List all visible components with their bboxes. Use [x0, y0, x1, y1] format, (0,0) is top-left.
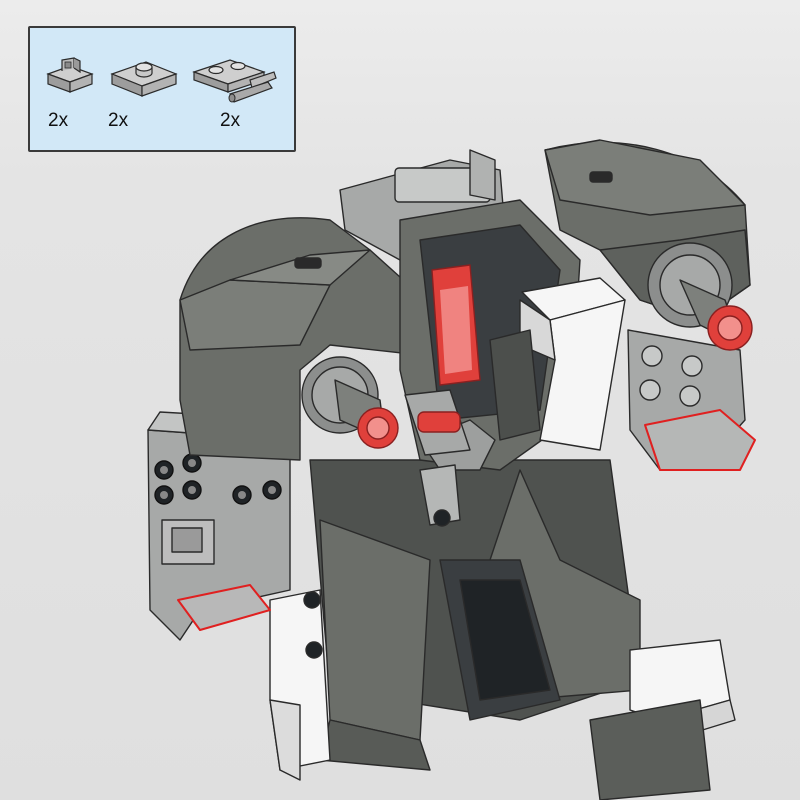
- part-plate-1x2-bar-handle: 2x: [190, 28, 290, 150]
- center-gun: [404, 389, 471, 527]
- left-cannon: [301, 356, 399, 449]
- right-lower-joint: [589, 699, 711, 800]
- chest-white-plate: [539, 299, 626, 451]
- part-plate-1x2-jumper: 2x: [108, 28, 184, 150]
- part-quantity: 2x: [220, 110, 241, 131]
- left-arm-studs: [154, 453, 282, 505]
- highlight-right-handle: [644, 409, 756, 471]
- part-quantity: 2x: [48, 110, 69, 131]
- highlight-left-handle: [177, 584, 271, 631]
- right-arm-studs: [639, 345, 703, 407]
- right-cannon: [647, 242, 753, 351]
- part-plate-1x1-clip: 2x: [44, 28, 104, 150]
- clip-plate-icon: [46, 57, 94, 93]
- part-quantity: 2x: [108, 110, 129, 131]
- parts-callout: 2x 2x: [28, 26, 296, 152]
- jumper-plate-icon: [110, 61, 178, 97]
- handle-plate-icon: [192, 59, 277, 103]
